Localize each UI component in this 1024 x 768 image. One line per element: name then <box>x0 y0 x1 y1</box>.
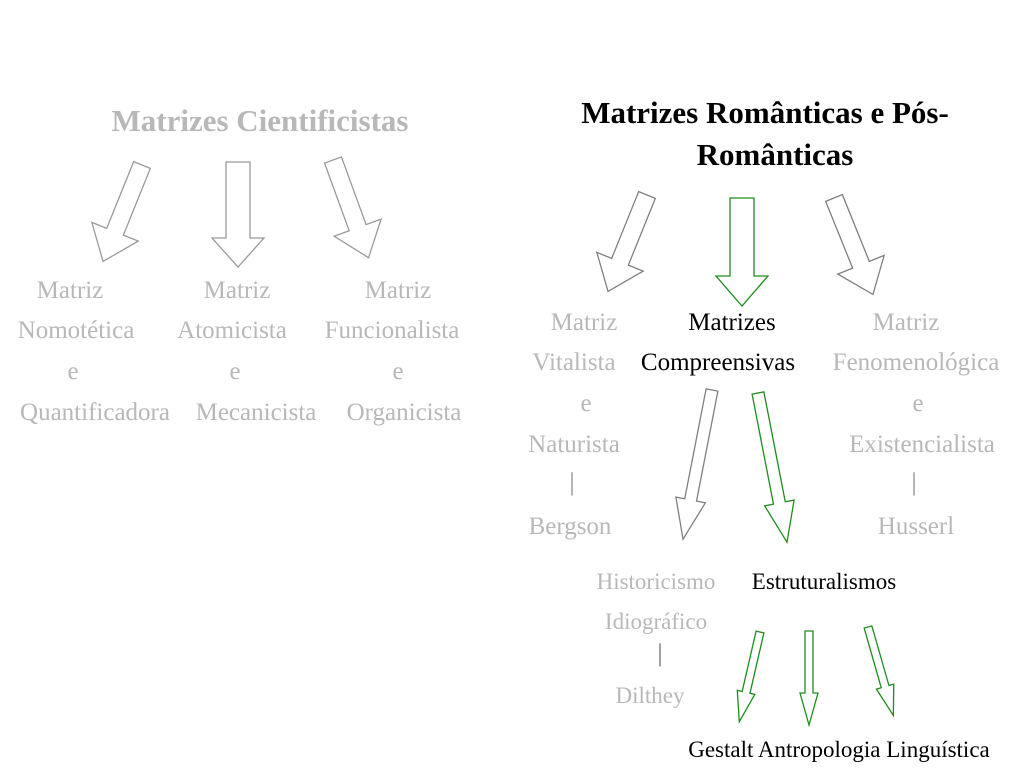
arrow-to-gestalt <box>736 630 765 724</box>
node-line: Funcionalista <box>324 317 460 344</box>
node-line: Existencialista <box>849 431 995 458</box>
node-line: e <box>392 358 404 385</box>
node-line: Nomotética <box>17 317 135 344</box>
arrow-left-atomicista <box>210 161 266 268</box>
title-matrizes-romanticas: Matrizes Românticas e Pós- <box>581 95 949 130</box>
arrow-to-estruturalismos <box>751 391 795 545</box>
arrow-right-fenomenologica <box>824 193 886 296</box>
node-line: e <box>580 390 592 417</box>
connector-bar: | <box>569 469 575 496</box>
arrow-to-linguistica <box>863 625 895 718</box>
node-line: Naturista <box>528 431 620 458</box>
node-line: e <box>67 358 79 385</box>
arrow-right-compreensivas <box>714 197 770 307</box>
author-bergson: Bergson <box>528 513 612 540</box>
node-line: Idiográfico <box>604 609 708 634</box>
node-line: Matriz <box>364 277 432 304</box>
node-line: e <box>229 358 241 385</box>
node-line: Matriz <box>203 277 271 304</box>
node-estruturalismos: Estruturalismos <box>751 569 897 594</box>
connector-bar: | <box>911 469 917 496</box>
node-line: Matriz <box>872 309 940 336</box>
node-line: e <box>912 390 924 417</box>
node-line: Organicista <box>346 399 462 426</box>
node-line: Quantificadora <box>20 399 170 426</box>
arrow-to-antropologia <box>799 630 819 728</box>
arrow-right-vitalista <box>595 190 657 293</box>
node-line: Mecanicista <box>195 399 317 426</box>
connector-bar: | <box>657 640 663 667</box>
author-dilthey: Dilthey <box>615 683 685 708</box>
node-gestalt-antropologia-linguistica: Gestalt Antropologia Linguística <box>688 737 990 762</box>
node-line: Historicismo <box>596 569 716 594</box>
arrow-left-funcionalista <box>323 156 383 259</box>
node-line: Fenomenológica <box>832 349 1000 376</box>
title-matrizes-cientificistas: Matrizes Cientificistas <box>111 103 409 138</box>
node-line: Matrizes <box>688 309 776 336</box>
arrow-to-historicismo <box>675 388 719 542</box>
node-line: Vitalista <box>532 349 616 376</box>
node-line: Atomicista <box>177 317 287 344</box>
author-husserl: Husserl <box>877 513 955 540</box>
node-line: Matriz <box>36 277 104 304</box>
arrow-left-nomotetica <box>90 160 152 263</box>
node-line: Compreensivas <box>640 349 796 376</box>
node-line: Matriz <box>550 309 618 336</box>
title-matrizes-romanticas-line2: Românticas <box>696 137 854 172</box>
